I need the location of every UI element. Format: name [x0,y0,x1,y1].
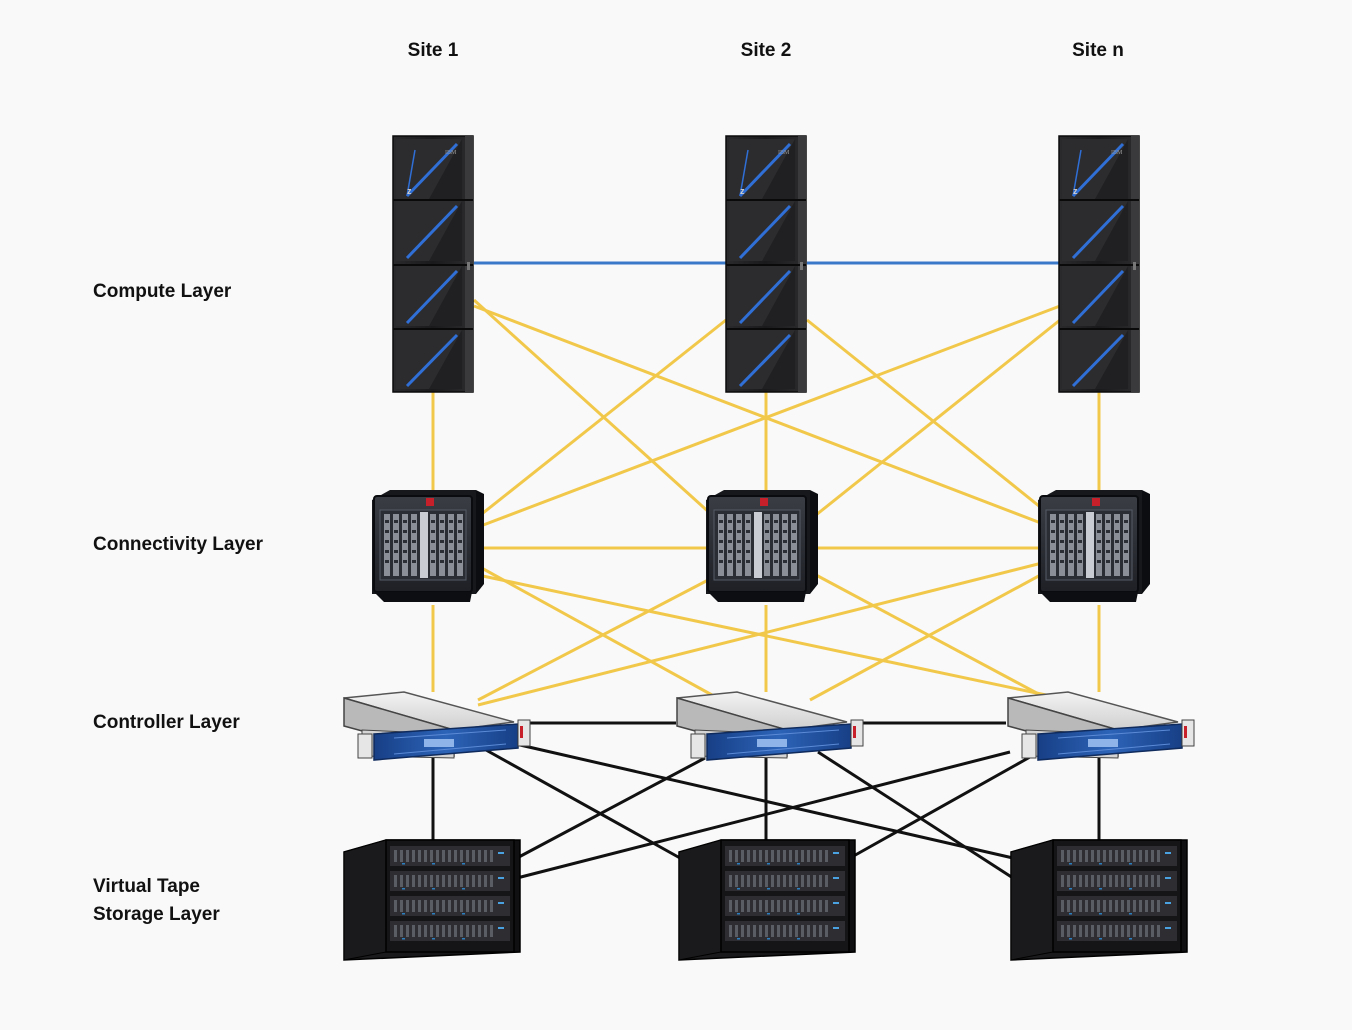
mainframe-site-n: IBM z [1057,134,1141,394]
mainframe-letter-2: z [740,186,745,196]
site-1-label: Site 1 [407,40,459,61]
connectivity-layer-label: Connectivity Layer [93,534,263,555]
mainframe-letter-1: z [407,186,412,196]
tape-controller-site-1 [343,691,531,761]
storage-layer-label: Virtual Tape Storage Layer [93,873,323,929]
san-switch-site-1 [371,489,485,603]
san-switch-site-n [1037,489,1151,603]
controller-storage-links [431,743,1101,880]
link-swn-ctl1 [477,560,1047,707]
tape-controller-site-2 [676,691,864,761]
link-mfn-sw1 [477,304,1061,529]
mainframe-brand-2: IBM [778,150,790,156]
link-ctl1-stn [519,743,1014,860]
virtual-tape-storage-site-2 [678,839,856,961]
link-mf2-swn [806,318,1045,512]
virtual-tape-storage-site-1 [343,839,521,961]
site-2-label: Site 2 [740,40,792,61]
mainframe-brand-1: IBM [445,150,457,156]
mainframe-brand-n: IBM [1111,150,1123,156]
tape-controller-site-n [1007,691,1195,761]
link-ctl2-st1 [516,756,706,860]
link-sw2-ctln [815,573,1047,700]
mainframe-switch-links [431,298,1101,529]
virtual-tape-storage-site-n [1010,839,1188,961]
mainframe-letter-n: z [1073,186,1078,196]
switch-controller-links [431,560,1101,707]
site-n-label: Site n [1072,40,1124,61]
compute-layer-label: Compute Layer [93,281,232,302]
controller-layer-label: Controller Layer [93,712,240,733]
storage-layer-label-line1: Virtual Tape [93,876,200,897]
link-mf2-sw1 [477,318,727,519]
mainframe-site-1: IBM z [391,134,475,394]
link-mfn-sw2 [815,318,1061,517]
san-switch-site-2 [705,489,819,603]
link-mf1-sw2 [472,298,714,517]
link-sw1-ctl2 [477,564,713,697]
storage-layer-label-line2: Storage Layer [93,904,220,925]
link-ctln-st2 [849,755,1031,860]
link-ctl2-stn [817,750,1014,880]
mainframe-site-2: IBM z [724,134,808,394]
link-ctln-st1 [516,750,1011,880]
link-sw2-ctl1 [477,576,713,702]
link-ctl1-st2 [485,748,681,860]
link-swn-ctl2 [809,570,1047,702]
link-mf1-swn [473,304,1047,527]
